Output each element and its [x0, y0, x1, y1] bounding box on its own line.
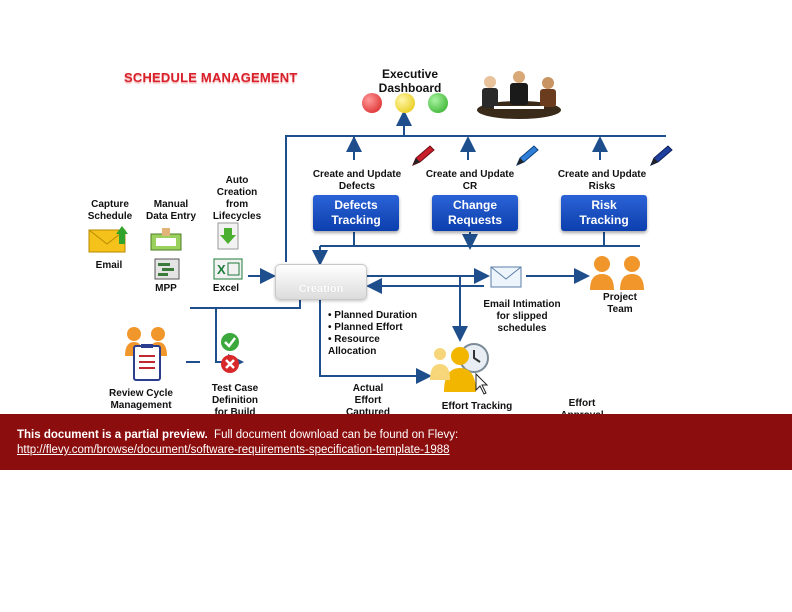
executive-line1: Executive	[381, 67, 439, 81]
page-title: SCHEDULE MANAGEMENT	[124, 70, 298, 85]
creation-bullets: • Planned Duration • Planned Effort • Re…	[328, 310, 418, 357]
banner-rest-text: Full document download can be found on F…	[214, 429, 459, 441]
excel-label: Excel	[212, 283, 240, 294]
yellow-light-icon	[395, 93, 415, 113]
banner-link[interactable]: http://flevy.com/browse/document/softwar…	[17, 444, 450, 456]
banner-bold-text: This document is a partial preview.	[17, 429, 208, 441]
effort-tracking-label: Effort Tracking	[441, 401, 513, 412]
svg-text:X: X	[217, 262, 226, 277]
green-light-icon	[428, 93, 448, 113]
executive-dashboard-label: Executive Dashboard	[370, 67, 450, 95]
executive-line2: Dashboard	[378, 81, 442, 95]
mpp-label: MPP	[155, 283, 177, 294]
preview-banner: This document is a partial preview. Full…	[0, 414, 792, 470]
email-label: Email	[95, 260, 123, 271]
red-light-icon	[362, 93, 382, 113]
meeting-people-icon	[472, 68, 566, 120]
traffic-light-icon	[362, 93, 452, 113]
creation-box: Creation	[275, 264, 367, 300]
banner-text: This document is a partial preview. Full…	[17, 429, 458, 441]
